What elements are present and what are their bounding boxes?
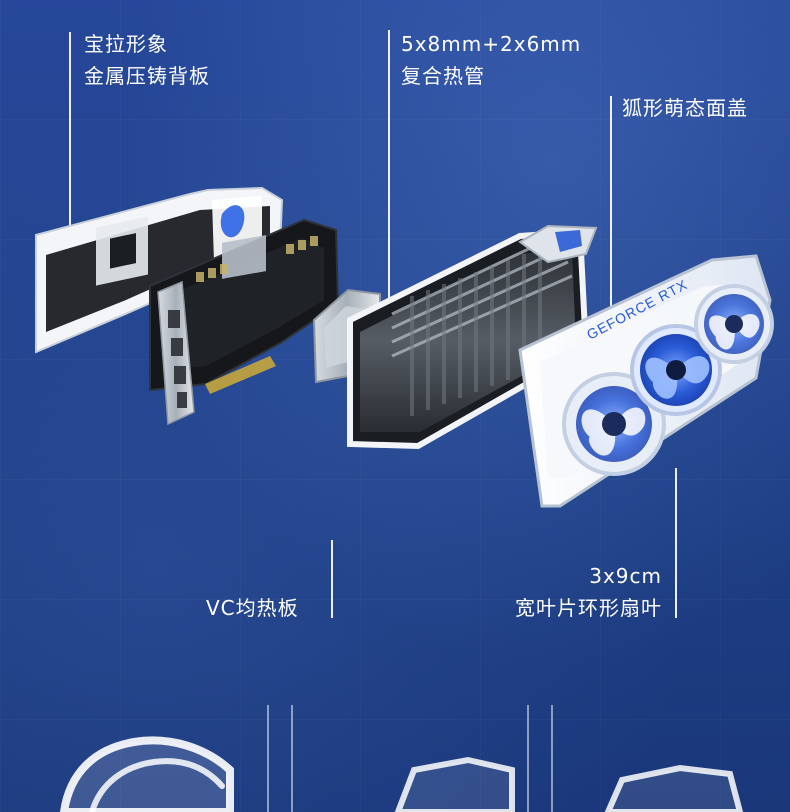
callout-heatpipe: 5x8mm+2x6mm 复合热管 — [401, 28, 581, 92]
fan-middle — [630, 324, 722, 416]
fan-shroud-component: GEFORCE RTX — [518, 254, 774, 508]
callout-line-cover — [610, 96, 612, 346]
callout-heatpipe-line2: 复合热管 — [401, 64, 485, 88]
callout-fan-line1: 3x9cm — [589, 564, 662, 588]
callout-heatpipe-line1: 5x8mm+2x6mm — [401, 32, 582, 56]
callout-line-backplate — [69, 32, 71, 270]
bottom-cover-preview — [604, 764, 744, 812]
callout-line-vc — [331, 540, 333, 618]
callout-vc: VC均热板 — [206, 592, 299, 624]
callout-backplate-line1: 宝拉形象 — [84, 32, 168, 56]
fan-left — [562, 372, 666, 476]
callout-backplate-line2: 金属压铸背板 — [84, 64, 210, 88]
callout-fan: 3x9cm 宽叶片环形扇叶 — [493, 560, 662, 624]
fan-right — [694, 284, 774, 364]
bottom-vc-preview — [394, 756, 515, 812]
callout-line-heatpipe — [388, 30, 390, 300]
bottom-preview-strip — [59, 705, 744, 812]
callout-cover-line1: 狐形萌态面盖 — [622, 96, 748, 120]
callout-backplate: 宝拉形象 金属压铸背板 — [84, 28, 210, 92]
callout-cover: 狐形萌态面盖 — [622, 92, 748, 124]
bottom-fan-preview — [59, 736, 234, 812]
callout-fan-line2: 宽叶片环形扇叶 — [515, 596, 662, 620]
heatsink-component — [347, 224, 598, 450]
pcb-component — [149, 218, 340, 426]
callout-vc-line1: VC均热板 — [206, 596, 299, 620]
callout-line-fan — [675, 468, 677, 618]
